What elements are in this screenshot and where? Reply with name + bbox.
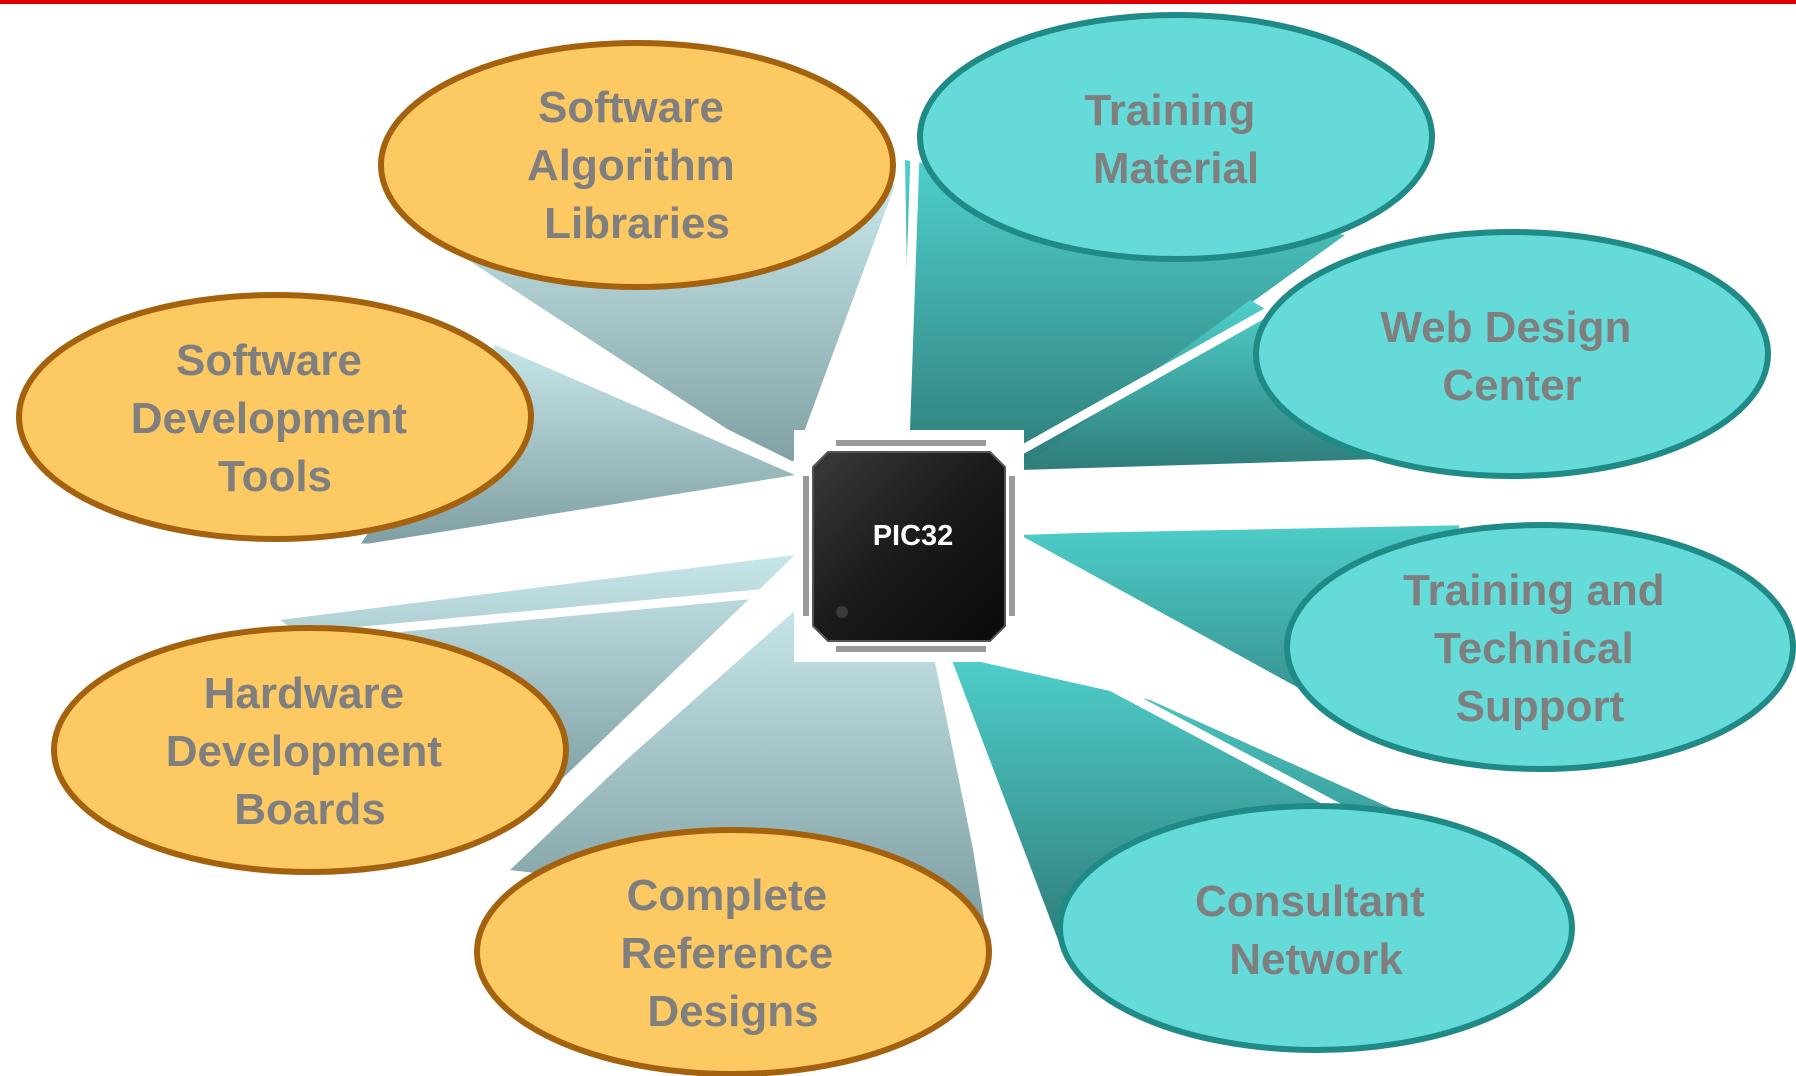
chip-pins xyxy=(803,440,1015,652)
node-label: Complete Reference Designs xyxy=(620,871,845,1036)
node-label: Consultant Network xyxy=(1195,877,1437,984)
node-training-material: Training Material xyxy=(917,12,1435,262)
node-label: Software Development Tools xyxy=(131,336,420,501)
node-complete-reference-designs: Complete Reference Designs xyxy=(474,827,992,1076)
node-label: Software Algorithm Libraries xyxy=(527,83,747,248)
beam-hardware-development-boards xyxy=(280,555,795,800)
node-label: Hardware Development Boards xyxy=(166,669,455,834)
chip-label: PIC32 xyxy=(873,520,954,552)
node-consultant-network: Consultant Network xyxy=(1057,803,1575,1053)
node-hardware-development-boards: Hardware Development Boards xyxy=(51,625,569,875)
node-label: Training Material xyxy=(1084,86,1267,193)
node-training-and-technical-support: Training and Technical Support xyxy=(1284,522,1796,772)
node-label: Web Design Center xyxy=(1380,303,1643,410)
node-web-design-center: Web Design Center xyxy=(1253,229,1771,479)
beam-consultant-network xyxy=(950,655,1440,945)
node-software-algorithm-libraries: Software Algorithm Libraries xyxy=(378,40,896,290)
top-rule xyxy=(0,0,1796,4)
chip-pin1-dot xyxy=(836,606,848,618)
node-label: Training and Technical Support xyxy=(1403,566,1677,731)
chip-body xyxy=(812,451,1006,642)
beam-separators xyxy=(285,150,1505,940)
node-software-development-tools: Software Development Tools xyxy=(16,292,534,542)
pic32-chip: PIC32 xyxy=(794,430,1024,662)
